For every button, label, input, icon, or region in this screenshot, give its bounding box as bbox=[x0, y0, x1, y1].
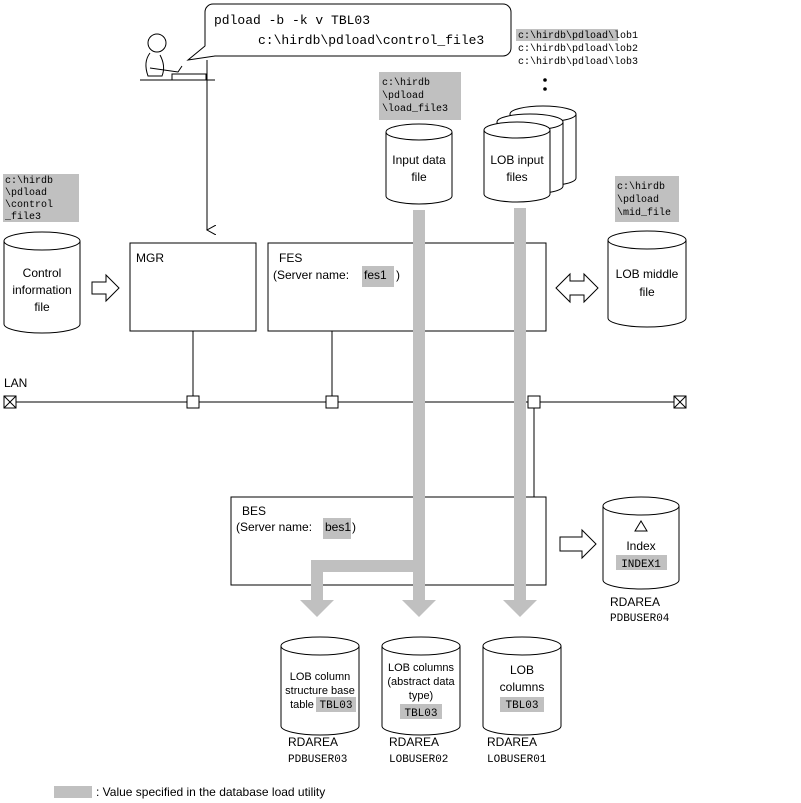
svg-text:type): type) bbox=[409, 690, 433, 702]
svg-text:(abstract data: (abstract data bbox=[387, 676, 455, 688]
lob-abstract-cylinder: LOB columns (abstract data type) TBL03 bbox=[381, 636, 461, 736]
index-cylinder: Index INDEX1 bbox=[602, 496, 680, 590]
bes-to-index-arrow bbox=[559, 528, 597, 560]
rdarea-pdbuser03: PDBUSER03 bbox=[288, 754, 347, 766]
rdarea-lobuser01: LOBUSER01 bbox=[487, 754, 547, 766]
data-flow-bands bbox=[300, 208, 537, 617]
more-files-dots bbox=[543, 78, 547, 91]
lob-input-files-cylinders: LOB input files bbox=[483, 105, 577, 203]
bes-box: BES (Server name: bes1 ) bbox=[230, 496, 547, 586]
control-info-file-cylinder: Control information file bbox=[3, 231, 81, 334]
lob-paths: c:\hirdb\pdload\lob1 c:\hirdb\pdload\lob… bbox=[516, 29, 638, 68]
user-icon bbox=[140, 33, 215, 81]
index-rdarea: RDAREA bbox=[610, 595, 660, 609]
svg-text:LOB column: LOB column bbox=[290, 671, 351, 683]
fes-box: FES (Server name: fes1 ) bbox=[267, 242, 547, 332]
lob-path-3: c:\hirdb\pdload\lob3 bbox=[518, 56, 638, 68]
command-bubble: pdload -b -k v TBL03 c:\hirdb\pdload\con… bbox=[186, 3, 512, 61]
bes-title: BES bbox=[242, 504, 266, 518]
svg-text:LOB: LOB bbox=[510, 663, 534, 677]
fes-server-name: fes1 bbox=[364, 268, 387, 282]
fes-lan-node bbox=[325, 395, 339, 409]
fes-middle-file-arrow bbox=[555, 272, 599, 304]
svg-text:Control: Control bbox=[23, 266, 62, 280]
svg-text:c:\hirdb: c:\hirdb bbox=[382, 77, 430, 89]
lan-label: LAN bbox=[4, 376, 27, 390]
svg-text:columns: columns bbox=[500, 680, 545, 694]
svg-text:LOB input: LOB input bbox=[490, 153, 544, 167]
mgr-box: MGR bbox=[129, 242, 257, 332]
load-file-path: c:\hirdb \pdload \load_file3 bbox=[379, 72, 461, 120]
command-line-2: c:\hirdb\pdload\control_file3 bbox=[258, 33, 484, 48]
svg-text:RDAREA: RDAREA bbox=[288, 735, 338, 749]
svg-text:\pdload: \pdload bbox=[382, 90, 424, 102]
command-line-1: pdload -b -k v TBL03 bbox=[214, 13, 370, 28]
fes-server-label: (Server name: bbox=[273, 268, 349, 282]
svg-text:file: file bbox=[34, 300, 50, 314]
svg-text:\pdload: \pdload bbox=[617, 194, 659, 206]
lob-path-highlight bbox=[516, 29, 618, 41]
bes-lan-node bbox=[527, 395, 541, 409]
control-to-mgr-arrow bbox=[91, 273, 120, 303]
svg-text:\pdload: \pdload bbox=[5, 187, 47, 199]
fes-title: FES bbox=[279, 251, 302, 265]
svg-text:file: file bbox=[411, 170, 427, 184]
svg-text:\mid_file: \mid_file bbox=[617, 207, 671, 219]
svg-text:c:\hirdb: c:\hirdb bbox=[5, 175, 53, 187]
svg-text:): ) bbox=[352, 520, 356, 534]
lob-path-1: c:\hirdb\pdload\lob1 bbox=[518, 30, 638, 42]
input-data-file-cylinder: Input data file bbox=[385, 123, 453, 205]
svg-text:RDAREA: RDAREA bbox=[487, 735, 537, 749]
svg-text:_file3: _file3 bbox=[4, 211, 41, 223]
bes-server-name: bes1 bbox=[325, 520, 351, 534]
svg-text:): ) bbox=[396, 268, 400, 282]
svg-text:TBL03: TBL03 bbox=[319, 700, 352, 712]
bes-server-label: (Server name: bbox=[236, 520, 312, 534]
svg-text:LOB middle: LOB middle bbox=[616, 267, 679, 281]
svg-text:file: file bbox=[639, 285, 655, 299]
mgr-label: MGR bbox=[136, 251, 164, 265]
svg-text:Index: Index bbox=[626, 539, 655, 553]
svg-text:TBL03: TBL03 bbox=[404, 708, 437, 720]
svg-text:structure base: structure base bbox=[285, 685, 355, 697]
lan-terminator-left bbox=[3, 395, 17, 409]
lob-middle-file-cylinder: LOB middle file bbox=[607, 230, 687, 328]
svg-text:\load_file3: \load_file3 bbox=[382, 103, 448, 115]
svg-text:LOB columns: LOB columns bbox=[388, 662, 455, 674]
svg-text:TBL03: TBL03 bbox=[505, 700, 538, 712]
rdarea-lobuser02: LOBUSER02 bbox=[389, 754, 448, 766]
svg-text:Input data: Input data bbox=[392, 153, 446, 167]
legend: : Value specified in the database load u… bbox=[54, 785, 325, 799]
svg-text:files: files bbox=[506, 170, 527, 184]
legend-text: : Value specified in the database load u… bbox=[96, 785, 325, 799]
mgr-lan-node bbox=[186, 395, 200, 409]
triangle-icon bbox=[634, 520, 648, 532]
index-rdarea-name: PDBUSER04 bbox=[610, 613, 670, 625]
lob-structure-cylinder: LOB column structure base table TBL03 bbox=[280, 636, 360, 736]
lan-terminator-right bbox=[673, 395, 687, 409]
svg-text:information: information bbox=[12, 283, 71, 297]
svg-text:RDAREA: RDAREA bbox=[389, 735, 439, 749]
control-file-path: c:\hirdb \pdload \control _file3 bbox=[3, 174, 79, 223]
svg-text:table: table bbox=[290, 699, 314, 711]
index-name: INDEX1 bbox=[621, 559, 661, 571]
lob-columns-cylinder: LOB columns TBL03 bbox=[482, 636, 562, 736]
lob-path-2: c:\hirdb\pdload\lob2 bbox=[518, 43, 638, 55]
legend-swatch bbox=[54, 786, 92, 798]
svg-text:c:\hirdb: c:\hirdb bbox=[617, 181, 665, 193]
mid-file-path: c:\hirdb \pdload \mid_file bbox=[615, 176, 679, 222]
svg-text:\control: \control bbox=[5, 199, 53, 211]
